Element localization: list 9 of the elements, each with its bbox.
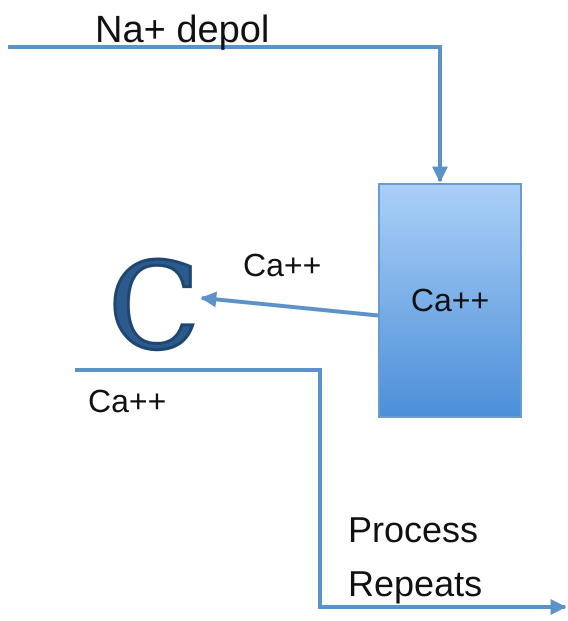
edge-label: Ca++ [243, 248, 322, 284]
edge-label: Ca++ [88, 384, 166, 420]
arrow [75, 368, 567, 615]
letter-symbol: C [75, 248, 200, 370]
edge-label: Na+ depol [95, 10, 270, 52]
process-box: Ca++ [378, 183, 522, 418]
arrow [8, 45, 448, 183]
note-text: Process Repeats [348, 508, 484, 606]
arrow [200, 291, 378, 318]
